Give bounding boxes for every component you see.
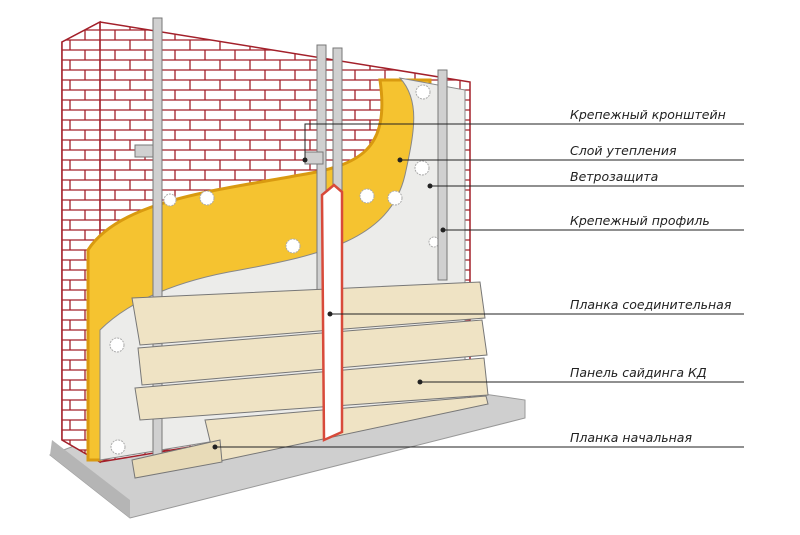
siding-panels xyxy=(131,281,489,479)
label-windproof: Ветрозащита xyxy=(570,169,659,184)
label-insulation: Слой утепления xyxy=(570,143,677,158)
label-siding-panel: Панель сайдинга КД xyxy=(570,365,707,380)
label-profile: Крепежный профиль xyxy=(570,213,710,228)
label-joint-strip: Планка соединительная xyxy=(570,297,732,312)
label-bracket: Крепежный кронштейн xyxy=(570,107,726,122)
label-start-strip: Планка начальная xyxy=(570,430,692,445)
mounting-profiles xyxy=(134,17,448,459)
leader-lines xyxy=(215,123,744,448)
